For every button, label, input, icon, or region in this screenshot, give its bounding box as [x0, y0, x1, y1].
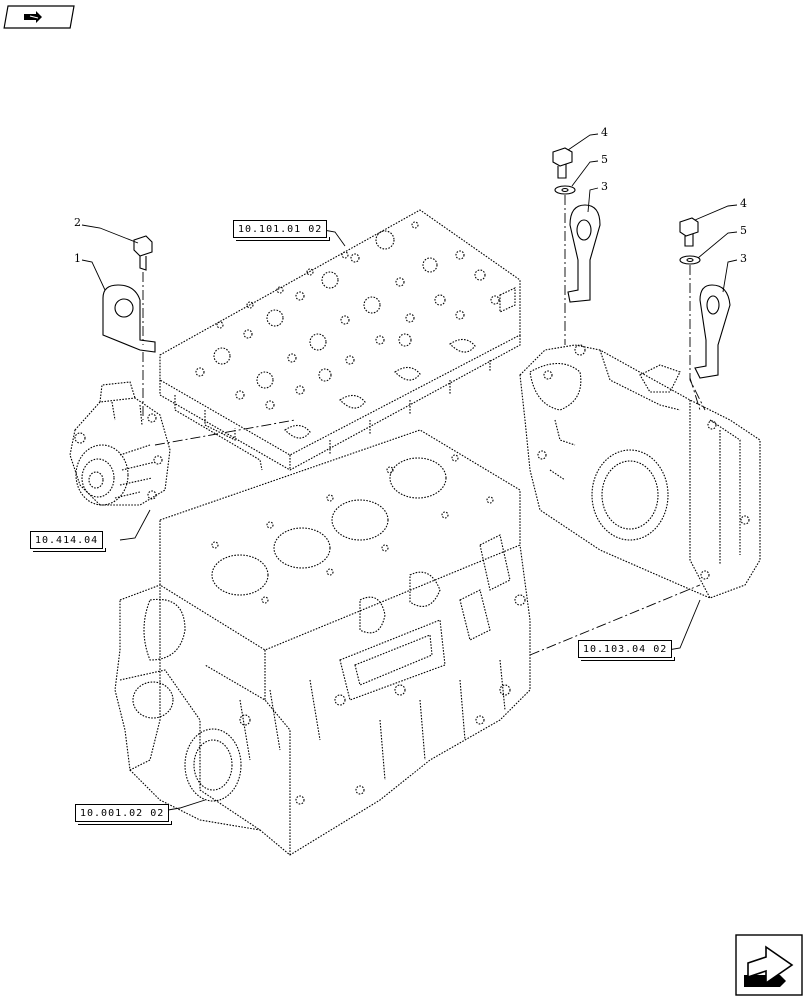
washer-part-5-right [679, 255, 701, 265]
previous-page-arrow-icon[interactable] [3, 5, 75, 29]
callout-leaders [81, 133, 738, 811]
dash-dot-alignment-lines [142, 195, 706, 656]
callout-part-4-right: 4 [740, 197, 747, 210]
washer-part-5-left [554, 185, 576, 195]
lifting-eye-part-3-left [567, 204, 601, 303]
ref-timing-cover[interactable]: 10.103.04 02 [578, 640, 676, 661]
bolt-part-2 [133, 235, 153, 271]
ref-engine-block[interactable]: 10.001.02 02 [75, 804, 173, 825]
callout-part-1: 1 [74, 252, 81, 265]
ref-cylinder-head[interactable]: 10.101.01 02 [233, 220, 331, 241]
engine-block-drawing [114, 429, 531, 856]
callout-part-3-left: 3 [601, 180, 608, 193]
cylinder-head-drawing [159, 209, 521, 471]
callout-part-5-right: 5 [740, 224, 747, 237]
lifting-eye-part-3-right [694, 284, 731, 379]
ref-water-pump[interactable]: 10.414.04 [30, 531, 107, 552]
lifting-bracket-part-1 [102, 284, 156, 353]
water-pump-drawing [69, 381, 171, 506]
callout-part-3-right: 3 [740, 252, 747, 265]
callout-part-5-left: 5 [601, 153, 608, 166]
bolt-part-4-right [679, 217, 699, 247]
callout-part-4-left: 4 [601, 126, 608, 139]
timing-cover-drawing [519, 344, 761, 599]
bolt-part-4-left [552, 147, 573, 179]
next-page-arrow-icon[interactable] [735, 934, 803, 996]
callout-part-2: 2 [74, 216, 81, 229]
